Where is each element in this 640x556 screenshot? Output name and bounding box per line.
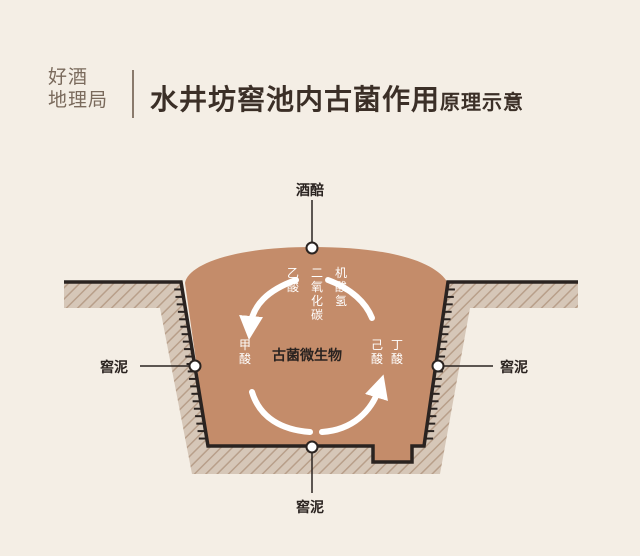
dot-top (305, 241, 319, 255)
brand-logo: 好酒 地理局 (48, 66, 108, 112)
acid-organic-hydrogen: 机酸氢 (334, 266, 347, 308)
label-ancient-microbes: 古菌微生物 (272, 348, 342, 364)
cycle-arrow-bottom-left (249, 389, 313, 435)
title-divider (132, 70, 134, 118)
label-pit-mud-right: 窖泥 (500, 360, 528, 376)
acid-acetic: 乙酸 (286, 266, 299, 294)
soil-band (64, 282, 578, 474)
label-pit-mud-bottom: 窖泥 (296, 500, 324, 516)
brand-line-1: 好酒 (48, 66, 89, 88)
cycle-arrow-top-left (239, 277, 299, 340)
label-pit-mud-left: 窖泥 (100, 360, 128, 376)
fermented-mash (185, 247, 448, 462)
page-title: 水井坊窖池内古菌作用原理示意 (150, 78, 524, 118)
dot-bottom (305, 440, 319, 454)
acid-formic: 甲酸 (238, 338, 251, 366)
acid-carbon-dioxide: 二氧化碳 (310, 266, 323, 322)
label-fermented-mash: 酒醅 (296, 183, 324, 199)
acid-caproic: 己酸 (370, 338, 383, 366)
cycle-arrow-top-right (325, 277, 375, 321)
acid-butyric: 丁酸 (390, 338, 403, 366)
title-sub: 原理示意 (440, 90, 525, 114)
cycle-arrow-bottom-right (319, 374, 388, 435)
dot-left (188, 359, 202, 373)
title-main: 水井坊窖池内古菌作用 (150, 83, 441, 116)
brand-line-2: 地理局 (48, 89, 109, 111)
dot-right (431, 359, 445, 373)
